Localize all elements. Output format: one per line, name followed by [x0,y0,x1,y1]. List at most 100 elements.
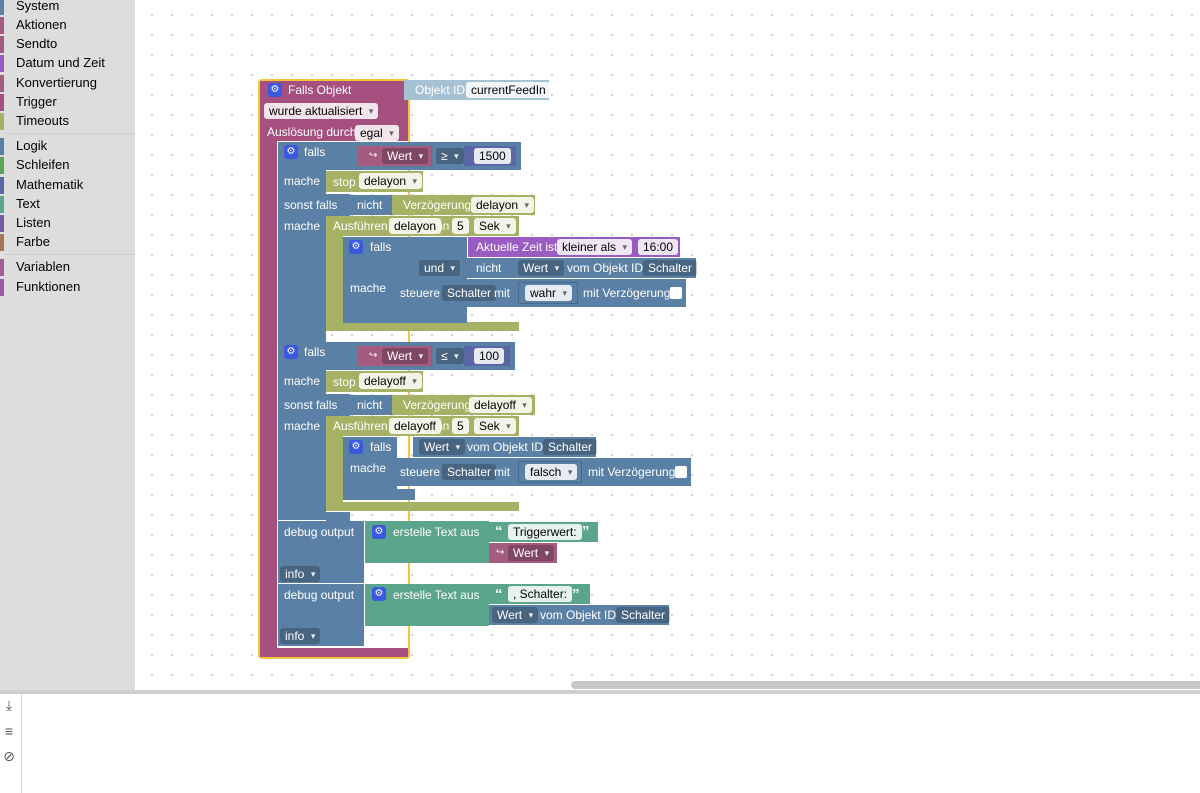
if-block-2-spine [278,370,326,520]
gear-icon[interactable]: ⚙ [349,440,363,454]
not-block[interactable] [346,195,392,215]
delay-label: Verzögerung [403,398,472,412]
variable-dropdown[interactable]: Wert [382,148,429,164]
delay-name-dropdown[interactable]: delayoff [469,397,532,413]
state-attribute-dropdown[interactable]: Wert [419,439,466,455]
blockly-workspace[interactable]: ⚙ Falls Objekt wurde aktualisiert Auslös… [135,0,1200,690]
gear-icon[interactable]: ⚙ [284,345,298,359]
with-label: mit [494,465,510,479]
number-field[interactable]: 1500 [474,148,511,164]
toolbox-item-label: Text [16,196,40,211]
toolbox-item-datum-und-zeit[interactable]: Datum und Zeit [0,54,135,73]
toolbox-item-system[interactable]: System [0,0,135,16]
toolbox-item-label: Logik [16,138,48,153]
state-attribute-dropdown[interactable]: Wert [518,260,565,276]
timeout-name-dropdown[interactable]: delayon [359,173,423,189]
do-label: mache [350,461,387,475]
gear-icon[interactable]: ⚙ [284,145,298,159]
pane-divider[interactable] [0,690,1200,694]
object-id-field[interactable]: currentFeedIn [466,82,551,98]
download-icon[interactable]: ⤓ [5,697,13,713]
delay-checkbox[interactable] [675,466,687,478]
debug-output-label: debug output [284,525,355,539]
timeout-name-field[interactable]: delayon [389,218,442,234]
compare-operator-dropdown[interactable]: ≥ [436,148,464,164]
list-icon[interactable]: ≡ [4,723,14,739]
toolbox-item-aktionen[interactable]: Aktionen [0,16,135,35]
gear-icon[interactable]: ⚙ [268,83,282,97]
toolbox-item-mathematik[interactable]: Mathematik [0,176,135,195]
state-attribute-dropdown[interactable]: Wert [492,607,539,623]
timeout-name-field[interactable]: delayoff [389,418,441,434]
toolbox-item-logik[interactable]: Logik [0,137,135,156]
toolbox-item-text[interactable]: Text [0,195,135,214]
not-label: nicht [357,398,383,412]
eye-off-icon[interactable]: ⊘ [3,748,15,764]
variable-dropdown[interactable]: Wert [508,545,555,561]
toolbox-item-label: Funktionen [16,279,81,294]
category-color-bar [0,36,4,53]
text-literal-field[interactable]: , Schalter: [508,586,573,602]
set-timeout-foot [326,502,519,511]
gear-icon[interactable]: ⚙ [372,525,386,539]
else-if-row [278,194,350,216]
toolbox-item-listen[interactable]: Listen [0,214,135,233]
if-label: falls [304,145,326,159]
with-delay-label: mit Verzögerung [583,286,671,300]
if-label: falls [370,440,392,454]
delay-number-field[interactable]: 5 [452,218,469,234]
not-block[interactable] [346,395,392,415]
control-object-field[interactable]: Schalter [442,464,497,480]
time-operator-dropdown[interactable]: kleiner als [557,239,633,255]
toolbox-item-label: Listen [16,215,51,230]
toolbox-item-label: Timeouts [16,113,69,128]
variable-dropdown[interactable]: Wert [382,348,429,364]
timeout-name-dropdown[interactable]: delayoff [359,373,422,389]
object-id-field[interactable]: Schalter [543,439,598,455]
log-level-dropdown[interactable]: info [280,628,321,644]
toolbox-item-farbe[interactable]: Farbe [0,233,135,252]
compare-operator-dropdown[interactable]: ≤ [436,348,464,364]
open-quote-icon: “ [495,586,503,603]
toolbox-item-konvertierung[interactable]: Konvertierung [0,74,135,93]
gear-icon[interactable]: ⚙ [349,240,363,254]
category-color-bar [0,75,4,92]
boolean-dropdown[interactable]: falsch [525,464,578,480]
category-color-bar [0,234,4,251]
category-color-bar [0,55,4,72]
toolbox-item-timeouts[interactable]: Timeouts [0,112,135,131]
text-literal-field[interactable]: Triggerwert: [508,524,582,540]
object-id-field[interactable]: Schalter [616,607,671,623]
log-level-dropdown[interactable]: info [280,566,321,582]
control-object-field[interactable]: Schalter [442,285,497,301]
toolbox-item-trigger[interactable]: Trigger [0,93,135,112]
number-field[interactable]: 100 [474,348,505,364]
object-id-field[interactable]: Schalter [643,260,698,276]
if-label: falls [370,240,392,254]
not-label: nicht [357,198,383,212]
triggered-by-dropdown[interactable]: egal [355,125,399,141]
logic-operator-dropdown[interactable]: und [419,260,461,276]
trigger-event-dropdown[interactable]: wurde aktualisiert [264,103,379,119]
workspace-canvas: ⚙ Falls Objekt wurde aktualisiert Auslös… [135,0,1200,690]
time-value-field[interactable]: 16:00 [638,239,679,255]
set-timeout-foot [326,322,519,331]
time-unit-dropdown[interactable]: Sek [474,418,516,434]
horizontal-scrollbar[interactable] [571,681,1200,689]
else-if-row [278,394,350,416]
toolbox-item-sendto[interactable]: Sendto [0,35,135,54]
toolbox-item-schleifen[interactable]: Schleifen [0,156,135,175]
create-text-label: erstelle Text aus [393,525,480,539]
object-id-label: vom Objekt ID [540,608,617,622]
category-color-bar [0,177,4,194]
control-label: steuere [400,465,441,479]
boolean-dropdown[interactable]: wahr [525,285,573,301]
toolbox-item-variablen[interactable]: Variablen [0,258,135,277]
gear-icon[interactable]: ⚙ [372,587,386,601]
toolbox-separator [4,254,134,255]
toolbox-item-funktionen[interactable]: Funktionen [0,278,135,297]
delay-number-field[interactable]: 5 [452,418,469,434]
delay-name-dropdown[interactable]: delayon [471,197,535,213]
time-unit-dropdown[interactable]: Sek [474,218,516,234]
delay-checkbox[interactable] [670,287,682,299]
